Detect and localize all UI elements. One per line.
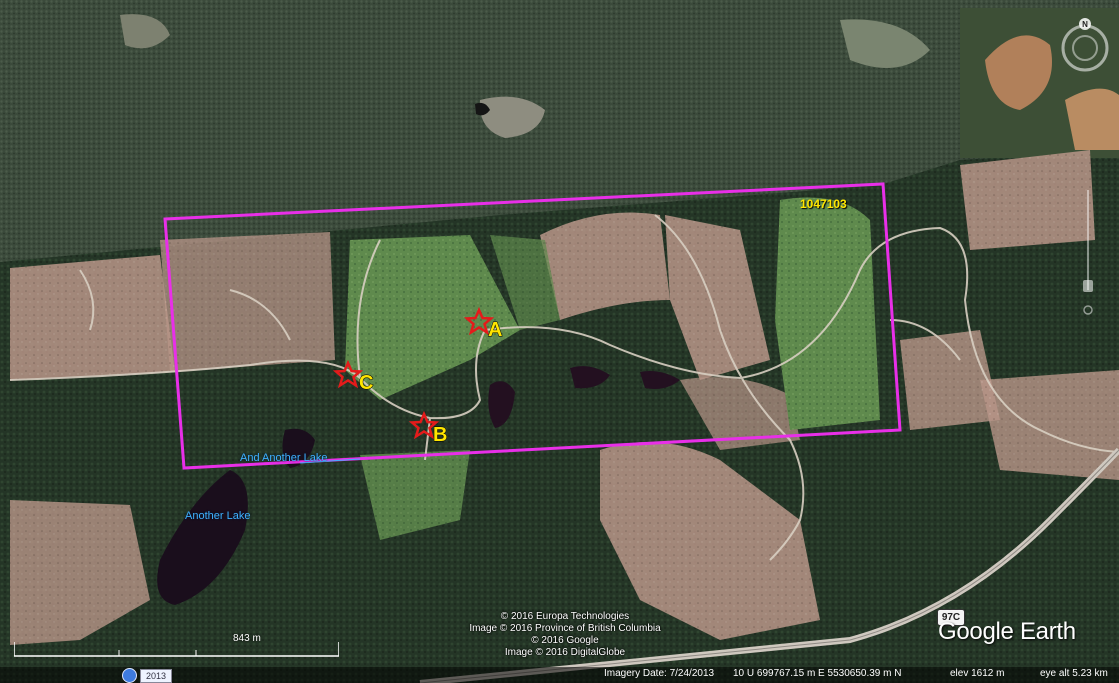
site-label-a: A xyxy=(488,319,502,341)
site-label-b: B xyxy=(433,424,447,446)
scale-label: 843 m xyxy=(233,633,261,644)
historical-imagery-year[interactable]: 2013 xyxy=(140,669,172,683)
site-label-c: C xyxy=(359,372,373,394)
credit-line: Image © 2016 DigitalGlobe xyxy=(504,647,626,658)
site-marker-a[interactable]: A xyxy=(463,306,503,342)
lake-label-another-lake: Another Lake xyxy=(185,510,251,522)
star-marker-icon xyxy=(332,359,364,389)
elevation-readout: elev 1612 m xyxy=(950,668,1005,679)
star-marker-icon xyxy=(408,410,440,440)
imagery-credits: © 2016 Europa Technologies Image © 2016 … xyxy=(430,611,700,659)
cursor-coordinates: 10 U 699767.15 m E 5530650.39 m N xyxy=(733,668,902,679)
credit-line: © 2016 Europa Technologies xyxy=(500,611,630,622)
eye-altitude-readout: eye alt 5.23 km xyxy=(1040,668,1108,679)
lake-label-and-another-lake: And Another Lake xyxy=(240,452,328,464)
north-label: N xyxy=(1082,20,1088,29)
imagery-date: Imagery Date: 7/24/2013 xyxy=(604,668,715,679)
zoom-slider-icon xyxy=(1083,190,1093,315)
site-marker-b[interactable]: B xyxy=(408,410,448,447)
credit-line: © 2016 Google xyxy=(531,635,599,646)
site-marker-c[interactable]: C xyxy=(332,359,374,395)
claim-id-label: 1047103 xyxy=(800,197,847,211)
lake-pointer-line xyxy=(299,458,361,464)
navigation-controls[interactable]: N xyxy=(1060,16,1110,76)
google-earth-logo: Google Earth xyxy=(938,618,1076,645)
highway-shield: 97C xyxy=(937,609,965,626)
credit-line: Image © 2016 Province of British Columbi… xyxy=(469,623,661,634)
zoom-slider[interactable] xyxy=(1082,190,1094,330)
status-bar xyxy=(0,667,1119,683)
scale-bar xyxy=(14,642,339,657)
clock-icon[interactable] xyxy=(122,668,137,683)
star-marker-icon xyxy=(463,306,495,336)
compass-icon[interactable]: N xyxy=(1060,16,1110,76)
claim-boundary[interactable] xyxy=(163,182,902,470)
